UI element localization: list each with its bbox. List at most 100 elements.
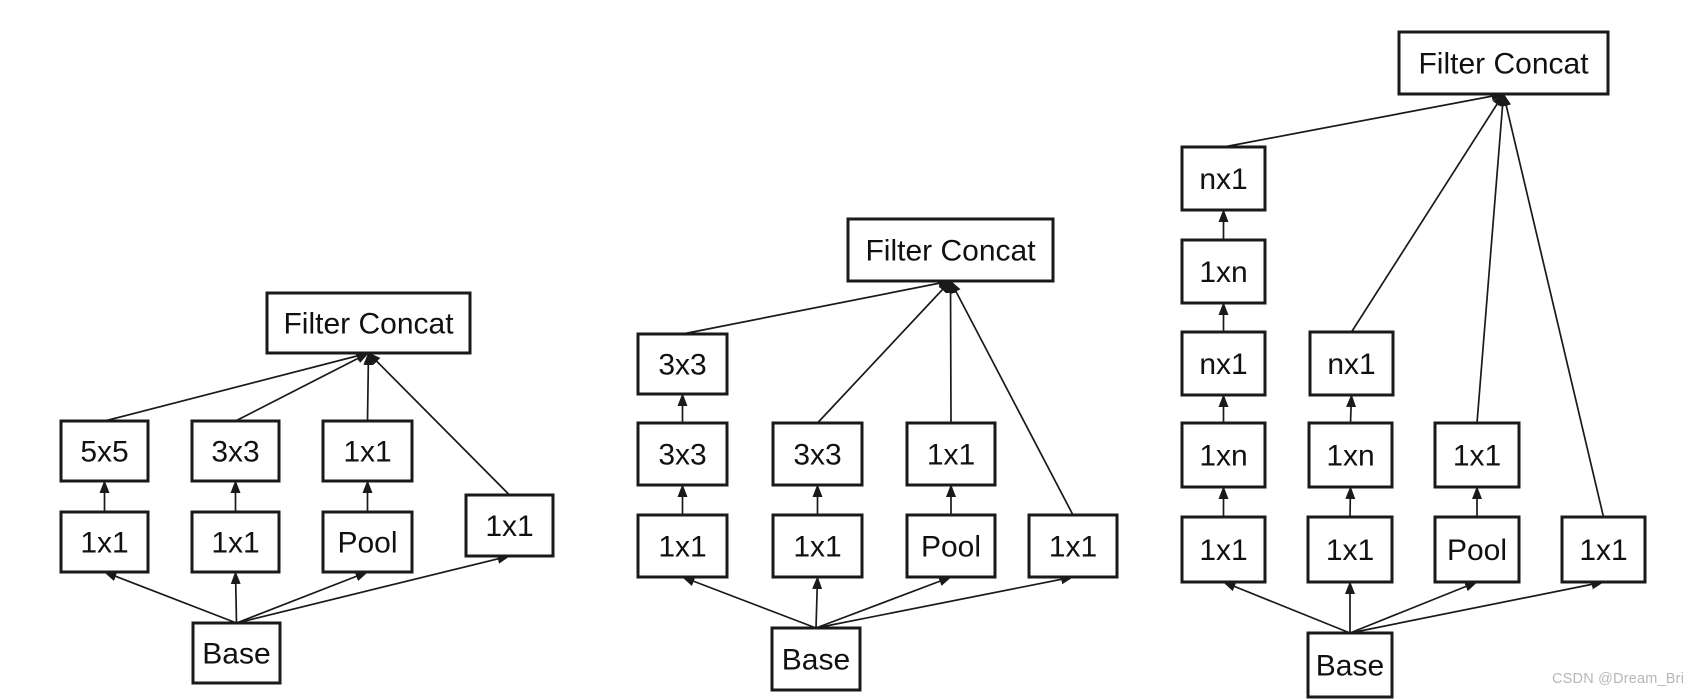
box-conv3x3_top-label: 3x3 (658, 349, 706, 382)
edge-c2_1x1-to-c2_1xn (1345, 486, 1356, 518)
box-c1_1x1-label: 1x1 (1199, 534, 1247, 567)
box-c1_nx1_top-label: nx1 (1199, 163, 1247, 196)
box-conv1x1_d-outline (464, 493, 555, 558)
box-conv1x1_c-label: 1x1 (343, 436, 391, 469)
box-pool: Pool (905, 513, 997, 579)
box-conv1x1_d: 1x1 (464, 493, 555, 558)
box-c2_nx1-outline (1308, 330, 1395, 397)
box-filter_concat-outline (265, 291, 472, 355)
box-filter_concat: Filter Concat (265, 291, 472, 355)
box-base-label: Base (1316, 650, 1384, 683)
box-base-outline (191, 621, 282, 685)
edge-conv1x1_c-to-filter_concat (945, 280, 956, 424)
edge-conv1x1_d-to-filter_concat (367, 352, 511, 496)
box-c1_nx1_top-outline (1180, 145, 1267, 212)
edge-base-to-conv1x1_d (815, 574, 1074, 629)
box-c1_1xn_a-outline (1180, 238, 1267, 305)
box-c1_1xn_b-label: 1xn (1199, 440, 1247, 473)
box-conv1x1_a-label: 1x1 (658, 531, 706, 564)
box-c1_1x1: 1x1 (1180, 515, 1267, 584)
box-pool-label: Pool (921, 531, 981, 564)
box-c3_1x1: 1x1 (1433, 421, 1521, 489)
edge-conv5x5-to-filter_concat (104, 351, 370, 422)
box-conv1x1_c: 1x1 (905, 421, 997, 487)
box-conv1x1_c-label: 1x1 (927, 439, 975, 472)
box-c4_1x1-outline (1560, 515, 1647, 584)
box-base-outline (1306, 631, 1394, 699)
edge-conv3x3_top-to-filter_concat (682, 278, 952, 335)
box-filter_concat-label: Filter Concat (283, 308, 454, 341)
box-base-outline (770, 626, 862, 692)
box-conv5x5: 5x5 (59, 419, 150, 483)
edge-base-to-pool (236, 571, 369, 624)
box-base: Base (191, 621, 282, 685)
box-pool: Pool (321, 510, 414, 574)
box-c1_1xn_a-label: 1xn (1199, 256, 1247, 289)
box-conv1x1_c-outline (321, 419, 414, 483)
edge-base-to-pool (815, 576, 952, 629)
box-conv1x1_c-outline (905, 421, 997, 487)
edge-base-to-c3_pool (1349, 581, 1478, 634)
box-conv3x3: 3x3 (190, 419, 281, 483)
edge-c1_nx1_top-to-filter_concat (1223, 91, 1505, 148)
box-c2_nx1-label: nx1 (1327, 348, 1375, 381)
box-pool-label: Pool (337, 527, 397, 560)
edge-c2_1xn-to-c2_nx1 (1346, 394, 1357, 424)
box-c1_1x1-outline (1180, 515, 1267, 584)
box-c4_1x1-label: 1x1 (1579, 534, 1627, 567)
edge-c2_nx1-to-filter_concat (1350, 93, 1505, 333)
box-conv3x3_b-label: 3x3 (793, 439, 841, 472)
edge-base-to-conv1x1_b (812, 576, 823, 629)
box-conv3x3_top: 3x3 (636, 332, 729, 396)
box-c2_1xn-label: 1xn (1326, 440, 1374, 473)
box-filter_concat-label: Filter Concat (865, 235, 1036, 268)
box-conv1x1_a-outline (59, 510, 150, 574)
box-conv1x1_b-label: 1x1 (793, 531, 841, 564)
box-c1_nx1_b-outline (1180, 330, 1267, 397)
box-conv1x1_a: 1x1 (636, 513, 729, 579)
edge-c3_1x1-to-filter_concat (1476, 93, 1508, 424)
box-base-label: Base (202, 638, 270, 671)
box-c2_nx1: nx1 (1308, 330, 1395, 397)
box-conv1x1_c: 1x1 (321, 419, 414, 483)
box-base-label: Base (782, 644, 850, 677)
edge-base-to-conv1x1_a (103, 571, 237, 624)
box-filter_concat-outline (1397, 30, 1610, 96)
edge-base-to-c4_1x1 (1349, 579, 1605, 634)
box-c3_pool-label: Pool (1447, 534, 1507, 567)
box-conv3x3_a-outline (636, 421, 729, 487)
box-conv1x1_a-outline (636, 513, 729, 579)
box-filter_concat-label: Filter Concat (1418, 48, 1589, 81)
box-c1_nx1_top: nx1 (1180, 145, 1267, 212)
box-c2_1xn-outline (1307, 421, 1394, 489)
box-base: Base (770, 626, 862, 692)
box-c4_1x1: 1x1 (1560, 515, 1647, 584)
csdn-watermark: CSDN @Dream_Bri (1552, 671, 1685, 687)
edge-conv1x1_d-to-filter_concat (949, 280, 1074, 516)
box-conv3x3_top-outline (636, 332, 729, 396)
box-conv1x1_b-outline (190, 510, 281, 574)
box-c3_1x1-outline (1433, 421, 1521, 489)
box-conv1x1_b-label: 1x1 (211, 527, 259, 560)
box-c1_1xn_a: 1xn (1180, 238, 1267, 305)
box-c2_1x1: 1x1 (1306, 515, 1394, 584)
box-conv1x1_d: 1x1 (1027, 513, 1119, 579)
box-c2_1x1-outline (1306, 515, 1394, 584)
box-pool-outline (905, 513, 997, 579)
box-conv3x3-label: 3x3 (211, 436, 259, 469)
box-conv3x3_b: 3x3 (771, 421, 864, 487)
box-filter_concat-outline (846, 217, 1055, 283)
box-conv3x3_a: 3x3 (636, 421, 729, 487)
box-c2_1xn: 1xn (1307, 421, 1394, 489)
box-conv1x1_b: 1x1 (190, 510, 281, 574)
box-filter_concat: Filter Concat (1397, 30, 1610, 96)
box-base: Base (1306, 631, 1394, 699)
box-conv1x1_a-label: 1x1 (80, 527, 128, 560)
box-filter_concat: Filter Concat (846, 217, 1055, 283)
box-conv1x1_d-outline (1027, 513, 1119, 579)
box-conv5x5-outline (59, 419, 150, 483)
edge-conv3x3_b-to-filter_concat (816, 280, 952, 424)
box-c2_1x1-label: 1x1 (1326, 534, 1374, 567)
